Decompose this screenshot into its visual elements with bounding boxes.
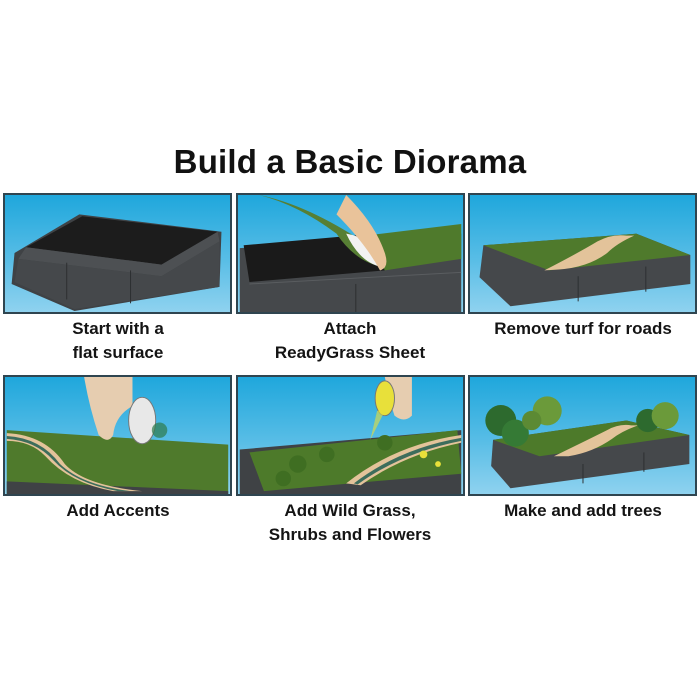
step-5-caption: Add Wild Grass, Shrubs and Flowers bbox=[234, 499, 466, 547]
step-5-caption-line1: Add Wild Grass, bbox=[284, 501, 416, 520]
step-4-caption: Add Accents bbox=[2, 499, 234, 523]
step-2-caption-line2: ReadyGrass Sheet bbox=[274, 343, 426, 362]
hand-sprinkling-accents-icon bbox=[6, 377, 229, 494]
step-1-caption-line1: Start with a bbox=[72, 319, 164, 338]
step-5-image bbox=[236, 375, 465, 496]
step-1-caption-line2: flat surface bbox=[72, 343, 164, 362]
step-2-image bbox=[236, 193, 465, 314]
grass-base-with-road-icon bbox=[479, 233, 691, 307]
step-1-caption: Start with a flat surface bbox=[2, 317, 234, 365]
step-4-image bbox=[3, 375, 232, 496]
step-3-image bbox=[468, 193, 697, 314]
step-6-caption: Make and add trees bbox=[467, 499, 699, 523]
step-6-image bbox=[468, 375, 697, 496]
step-3-caption: Remove turf for roads bbox=[467, 317, 699, 341]
step-2-caption-line1: Attach bbox=[323, 319, 377, 338]
step-2-caption: Attach ReadyGrass Sheet bbox=[234, 317, 466, 365]
hand-sprinkling-flowers-icon bbox=[239, 377, 462, 494]
diorama-with-trees-icon bbox=[485, 396, 690, 489]
step-5-caption-line2: Shrubs and Flowers bbox=[268, 525, 432, 544]
step-6-caption-line1: Make and add trees bbox=[504, 501, 662, 520]
step-1-image bbox=[3, 193, 232, 314]
step-4-caption-line1: Add Accents bbox=[66, 501, 170, 520]
black-base-tray-icon bbox=[11, 214, 222, 312]
step-3-caption-line1: Remove turf for roads bbox=[494, 319, 672, 338]
page-title: Build a Basic Diorama bbox=[173, 143, 527, 180]
hand-peeling-grass-sheet-icon bbox=[239, 195, 462, 312]
